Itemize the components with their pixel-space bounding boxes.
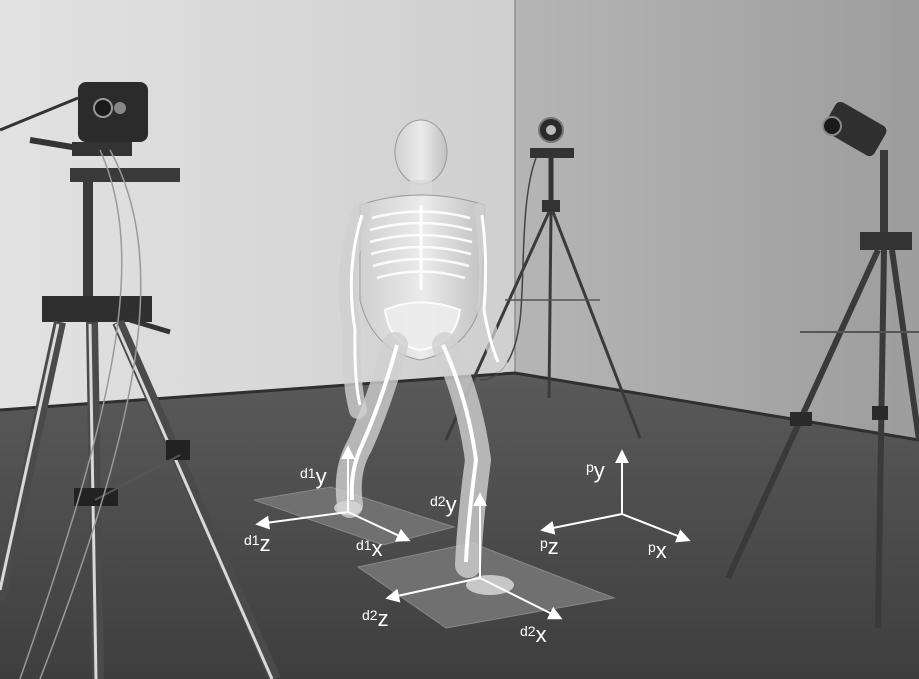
camera-left-body [78, 82, 148, 142]
subject-head [395, 120, 447, 184]
camera-left-lens [94, 99, 112, 117]
right-wall [515, 0, 919, 440]
camera-right-lens [823, 117, 841, 135]
